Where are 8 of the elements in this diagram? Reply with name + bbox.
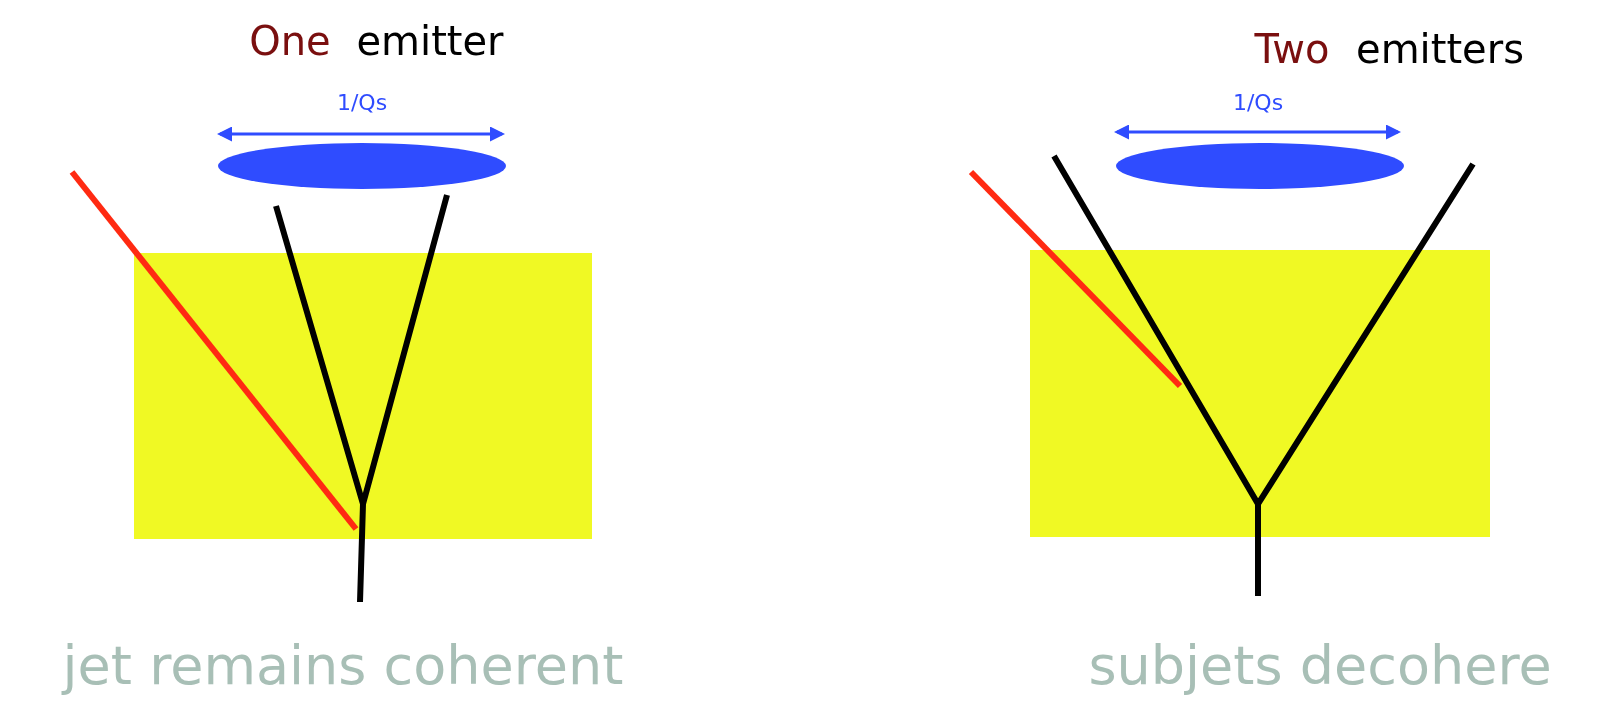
caption-text: subjets decohere <box>1088 639 1552 693</box>
panel-title-word: emitters <box>1356 29 1524 69</box>
panel-title-word: emitter <box>356 21 504 61</box>
panel-title-word: One <box>249 21 331 61</box>
scale-label: 1/Qs <box>1232 92 1284 114</box>
caption-text: jet remains coherent <box>62 639 624 693</box>
panel-title-word: Two <box>1254 29 1330 69</box>
scale-label: 1/Qs <box>336 92 388 114</box>
